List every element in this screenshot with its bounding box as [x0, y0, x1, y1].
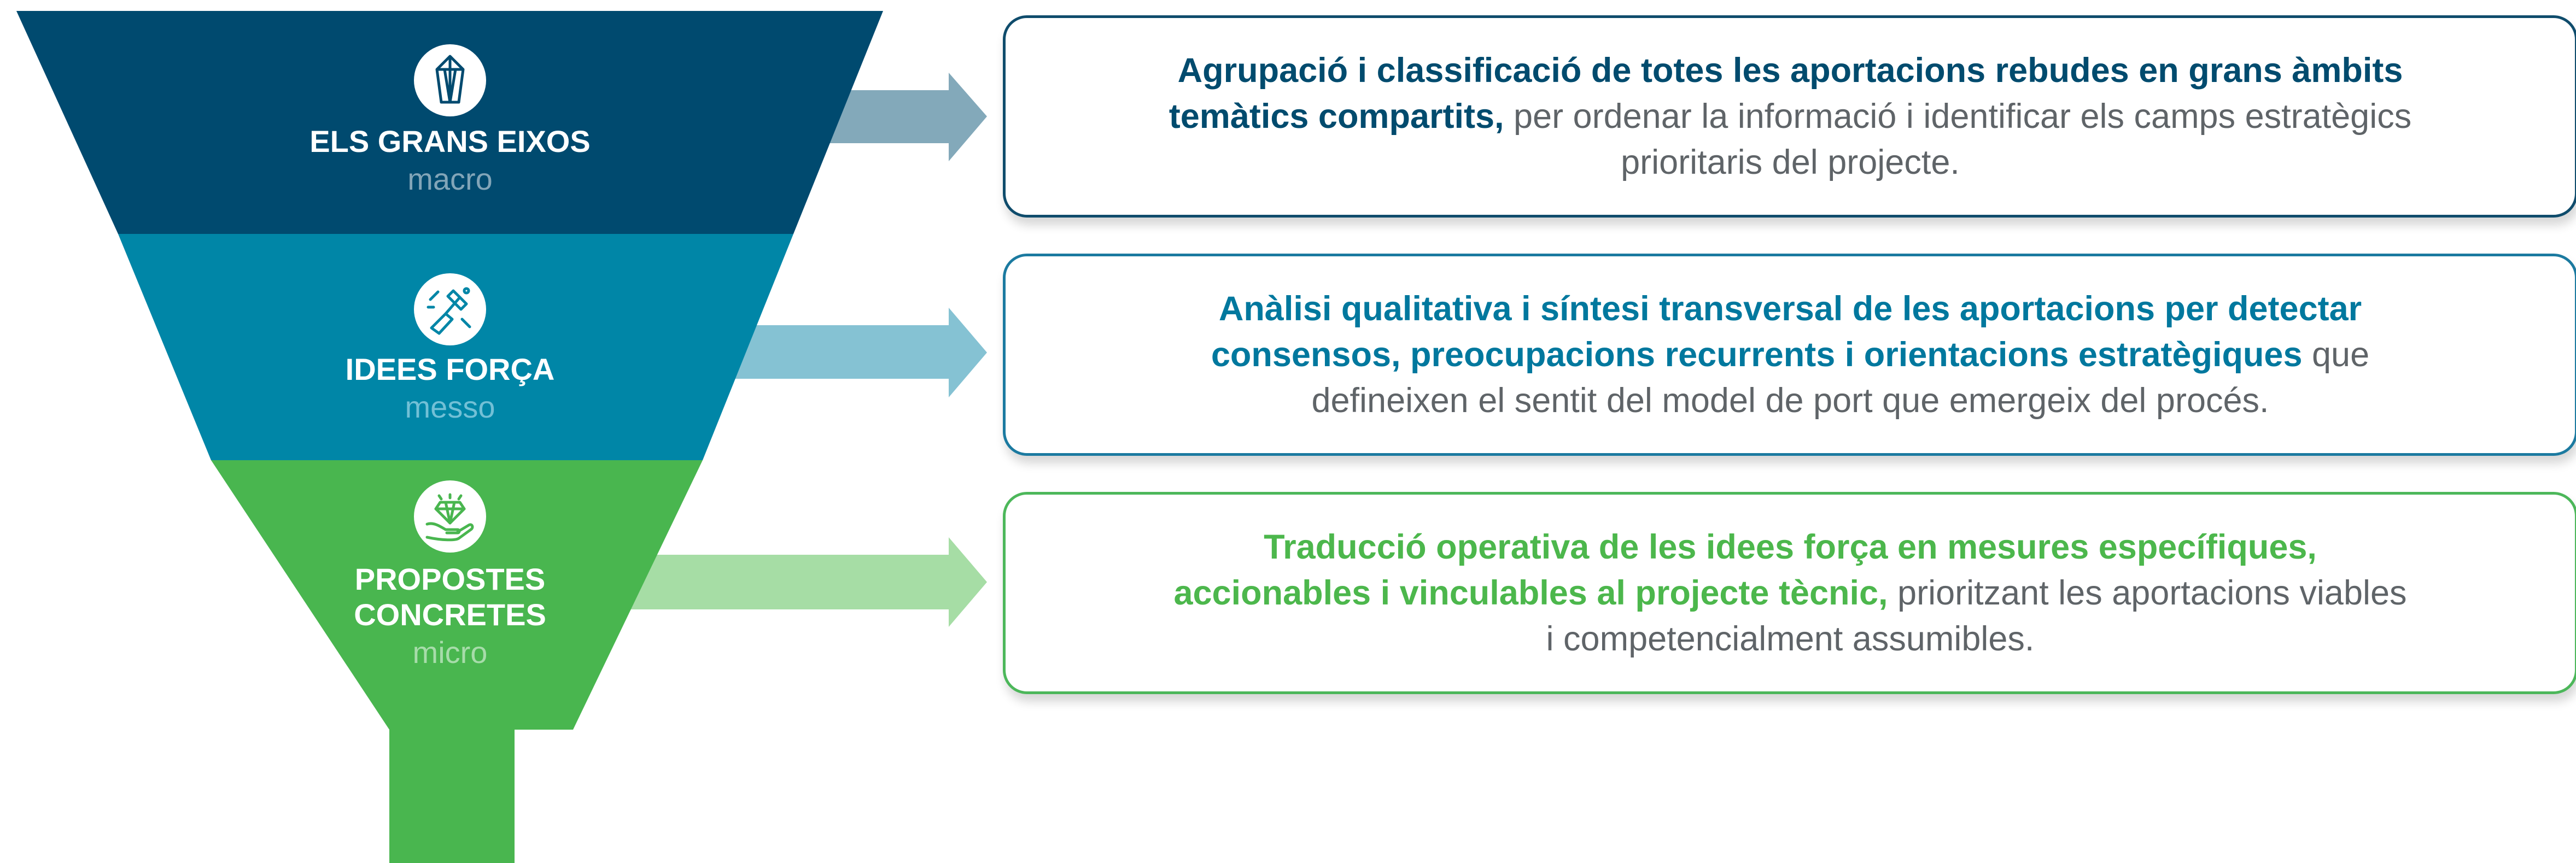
description-text-micro: Traducció operativa de les idees força e… — [1167, 524, 2414, 662]
description-emphasis: Traducció operativa de les idees força e… — [1173, 528, 2317, 612]
description-body: que defineixen el sentit del model de po… — [1311, 336, 2370, 420]
arrow-2 — [705, 308, 987, 397]
level-micro-subtitle: micro — [413, 635, 488, 670]
arrow-3 — [574, 537, 987, 627]
description-box-messo: Anàlisi qualitativa i síntesi transversa… — [1003, 254, 2576, 456]
description-box-micro: Traducció operativa de les idees força e… — [1003, 492, 2576, 694]
description-emphasis: Agrupació i classificació de totes les a… — [1169, 51, 2403, 136]
description-box-macro: Agrupació i classificació de totes les a… — [1003, 15, 2576, 218]
level-messo-subtitle: messo — [405, 390, 495, 424]
level-messo-title: IDEES FORÇA — [346, 352, 555, 386]
level-macro-title: ELS GRANS EIXOS — [309, 124, 590, 158]
crystal-icon — [414, 44, 486, 116]
level-macro-subtitle: macro — [407, 162, 493, 196]
description-text-macro: Agrupació i classificació de totes les a… — [1167, 48, 2414, 185]
description-body: prioritzant les aportacions viables i co… — [1546, 574, 2407, 658]
funnel-band-macro — [16, 11, 883, 234]
description-emphasis: Anàlisi qualitativa i síntesi transversa… — [1211, 290, 2362, 374]
level-micro-title-line2: CONCRETES — [354, 597, 546, 632]
funnel-band-micro — [211, 460, 703, 863]
description-body: per ordenar la informació i identificar … — [1504, 97, 2412, 181]
level-micro-title-line1: PROPOSTES — [355, 562, 546, 596]
description-text-messo: Anàlisi qualitativa i síntesi transversa… — [1167, 286, 2414, 424]
hand-tool-icon — [414, 273, 486, 345]
funnel-band-messo — [118, 234, 793, 460]
hand-gem-icon — [414, 480, 486, 553]
